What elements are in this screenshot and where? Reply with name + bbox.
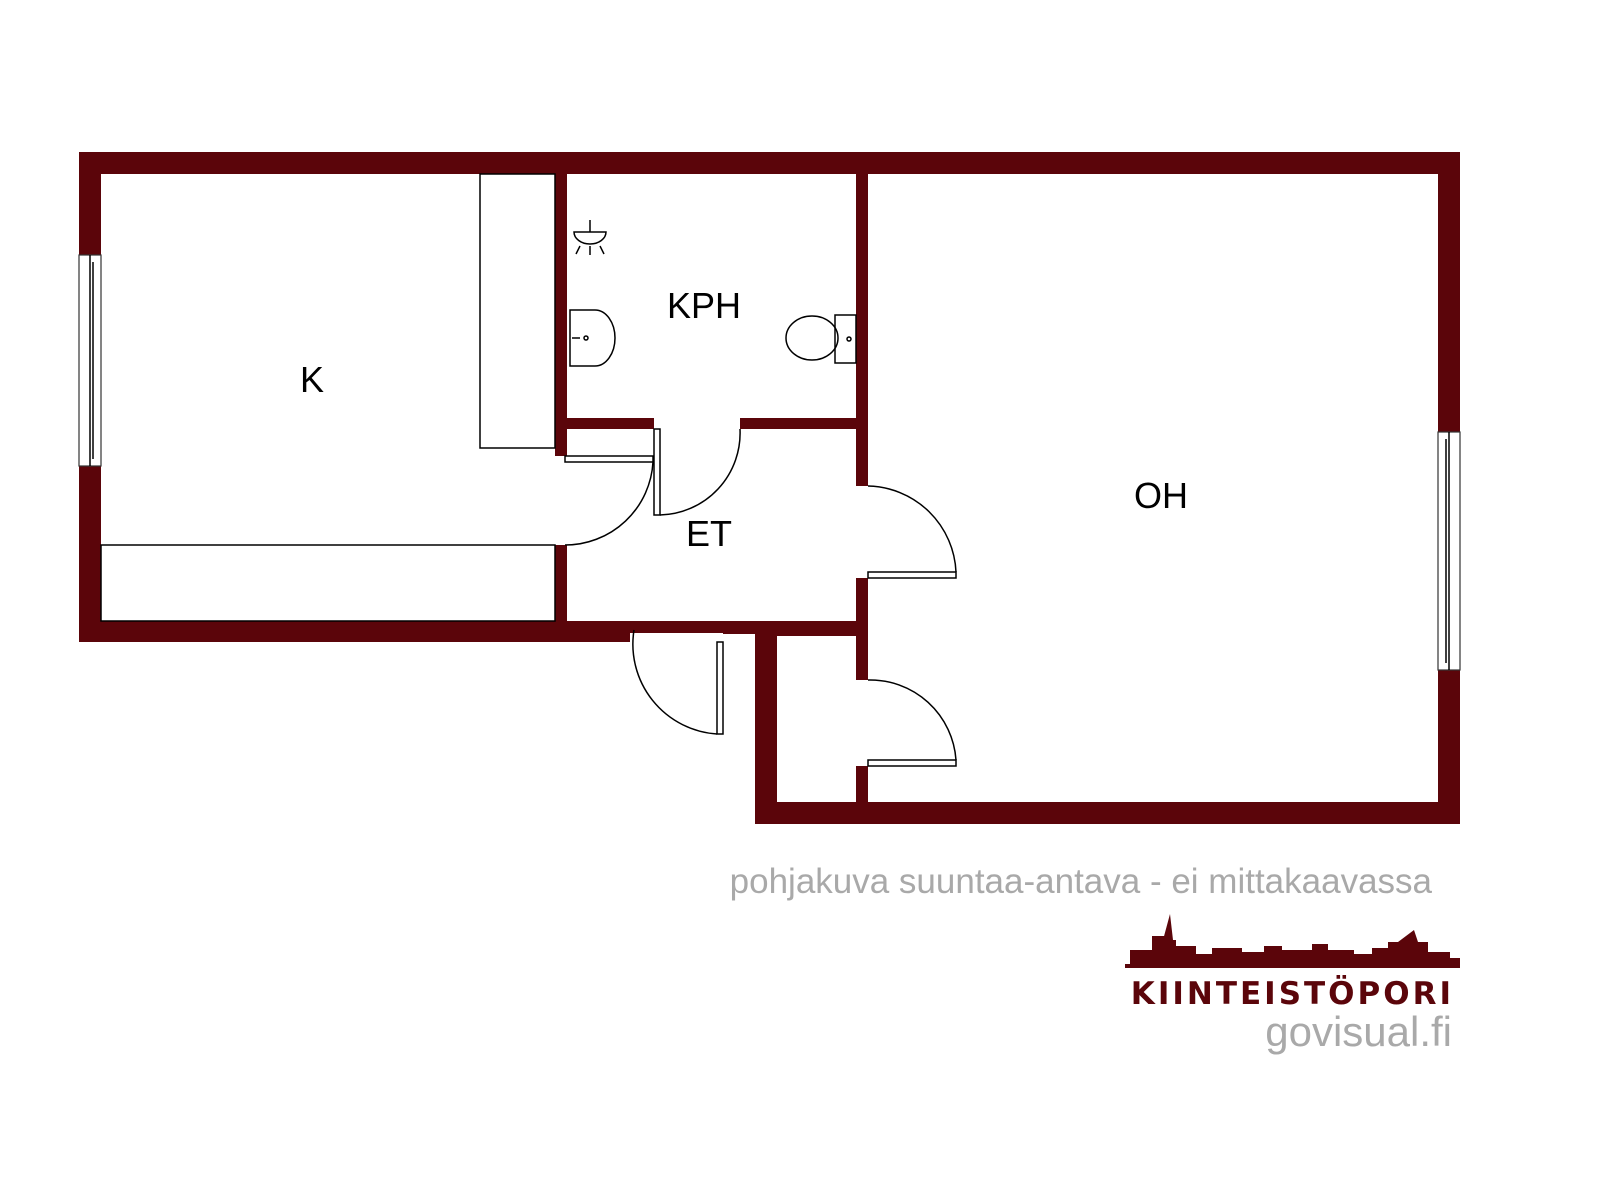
skyline-logo (1125, 914, 1460, 968)
disclaimer-caption: pohjakuva suuntaa-antava - ei mittakaava… (729, 862, 1432, 901)
kitchen-counter-upper (479, 173, 556, 449)
sink-icon (569, 309, 616, 367)
room-label-hall: ET (686, 513, 732, 554)
room-label-living-room: OH (1134, 475, 1188, 516)
toilet-icon (785, 314, 857, 364)
interior-walls (555, 174, 868, 804)
window-kitchen (78, 254, 102, 467)
kitchen-counter-lower (100, 544, 556, 622)
exterior-walls (79, 152, 1460, 824)
brand-name: KIINTEISTÖPORI (1130, 976, 1454, 1012)
bathroom-door (653, 428, 741, 516)
window-living-room (1437, 431, 1461, 671)
kitchen-door (564, 455, 654, 546)
shower-icon (573, 220, 607, 255)
room-label-kitchen: K (300, 359, 324, 400)
entrance-door (632, 629, 724, 735)
closet-door (867, 679, 957, 767)
living-room-door (867, 485, 957, 579)
brand-website: govisual.fi (1265, 1008, 1452, 1055)
room-label-bathroom: KPH (667, 285, 741, 326)
